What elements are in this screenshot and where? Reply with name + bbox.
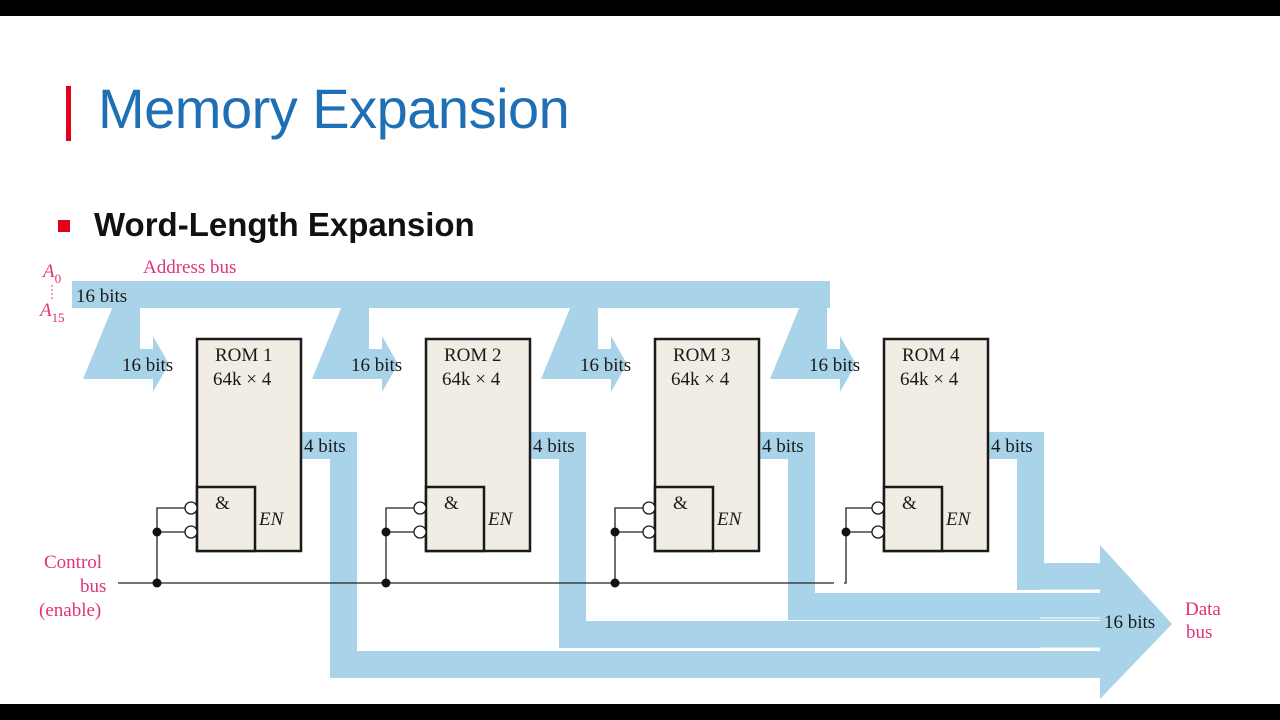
rom-size: 64k × 4 bbox=[213, 369, 272, 390]
and-gate-symbol: & bbox=[902, 493, 917, 514]
rom-data-width-label: 4 bits bbox=[991, 436, 1033, 457]
data-out-lane-1 bbox=[301, 432, 1100, 678]
data-bus-label-2: bus bbox=[1186, 622, 1212, 643]
rom-block-2: ROM 2 64k × 4 & EN 16 bits 4 bits bbox=[351, 337, 575, 553]
address-a15-sub: 15 bbox=[52, 310, 65, 325]
and-gate bbox=[195, 485, 257, 553]
slide-title: Memory Expansion bbox=[98, 77, 570, 140]
rom-block-4: ROM 4 64k × 4 & EN 16 bits 4 bits bbox=[809, 337, 1033, 553]
rom-size: 64k × 4 bbox=[900, 369, 959, 390]
data-out-lane-4 bbox=[988, 432, 1100, 590]
rom-data-width-label: 4 bits bbox=[533, 436, 575, 457]
data-bus-arrow bbox=[1100, 545, 1172, 699]
inverting-bubble bbox=[642, 501, 656, 515]
data-out-lane-2 bbox=[530, 432, 1100, 648]
rom-block-1: ROM 1 64k × 4 & EN 16 bits 4 bits bbox=[122, 337, 346, 553]
control-junction bbox=[381, 578, 391, 588]
inverting-bubble bbox=[871, 501, 885, 515]
and-gate bbox=[424, 485, 486, 553]
address-bus-trunk bbox=[72, 281, 830, 308]
control-junction bbox=[152, 578, 162, 588]
inverting-bubble bbox=[413, 525, 427, 539]
rom-name: ROM 1 bbox=[215, 345, 273, 366]
rom-size: 64k × 4 bbox=[671, 369, 730, 390]
and-gate bbox=[882, 485, 944, 553]
rom-data-width-label: 4 bits bbox=[762, 436, 804, 457]
inverting-bubble bbox=[871, 525, 885, 539]
enable-label: EN bbox=[487, 509, 514, 530]
address-drop-1 bbox=[83, 306, 169, 392]
address-a0-letter: A bbox=[41, 261, 55, 282]
and-gate-symbol: & bbox=[673, 493, 688, 514]
address-drop-3 bbox=[541, 306, 627, 392]
control-junction bbox=[610, 527, 620, 537]
inverting-bubble bbox=[184, 525, 198, 539]
address-in-width-label: 16 bits bbox=[76, 286, 127, 307]
and-gate bbox=[653, 485, 715, 553]
rom-name: ROM 3 bbox=[673, 345, 731, 366]
rom-address-width-label: 16 bits bbox=[122, 355, 173, 376]
control-junction bbox=[841, 527, 851, 537]
control-wire-3 bbox=[614, 507, 643, 583]
data-bus-label-1: Data bbox=[1185, 599, 1221, 620]
address-a0-sub: 0 bbox=[55, 271, 62, 286]
data-out-lane-3 bbox=[759, 432, 1100, 620]
rom-name: ROM 2 bbox=[444, 345, 502, 366]
data-bus bbox=[301, 432, 1172, 699]
control-junction bbox=[152, 527, 162, 537]
bullet-square-icon bbox=[58, 220, 70, 232]
enable-label: EN bbox=[258, 509, 285, 530]
control-wire-4 bbox=[844, 507, 872, 584]
and-gate-symbol: & bbox=[215, 493, 230, 514]
address-drop-2 bbox=[312, 306, 398, 392]
title-accent-bar bbox=[66, 86, 71, 141]
address-bus-label: Address bus bbox=[143, 257, 236, 278]
address-a0-label: A0 bbox=[41, 261, 61, 286]
address-drop-4 bbox=[770, 306, 856, 392]
rom-block-3: ROM 3 64k × 4 & EN 16 bits 4 bits bbox=[580, 337, 804, 553]
bullet-text: Word-Length Expansion bbox=[94, 206, 475, 243]
control-bus-lines bbox=[118, 507, 872, 588]
inverting-bubble bbox=[642, 525, 656, 539]
control-wire-1 bbox=[156, 507, 185, 583]
inverting-bubble bbox=[413, 501, 427, 515]
control-bus-label-1: Control bbox=[44, 552, 102, 573]
inverting-bubble bbox=[184, 501, 198, 515]
control-bus-label-2: bus bbox=[80, 576, 106, 597]
address-a15-label: A15 bbox=[38, 300, 65, 325]
control-wire-2 bbox=[385, 507, 414, 583]
address-a15-letter: A bbox=[38, 300, 52, 321]
bottom-bar bbox=[0, 704, 1280, 720]
control-bus-label-3: (enable) bbox=[39, 600, 101, 621]
rom-word-length-diagram: ROM 1 64k × 4 & EN 16 bits 4 bits ROM 2 64k × 4… bbox=[38, 257, 1221, 699]
rom-address-width-label: 16 bits bbox=[809, 355, 860, 376]
data-bus-width-label: 16 bits bbox=[1104, 612, 1155, 633]
rom-data-width-label: 4 bits bbox=[304, 436, 346, 457]
and-gate-symbol: & bbox=[444, 493, 459, 514]
top-bar bbox=[0, 0, 1280, 16]
enable-label: EN bbox=[945, 509, 972, 530]
control-junction bbox=[610, 578, 620, 588]
rom-name: ROM 4 bbox=[902, 345, 960, 366]
rom-address-width-label: 16 bits bbox=[351, 355, 402, 376]
enable-label: EN bbox=[716, 509, 743, 530]
rom-address-width-label: 16 bits bbox=[580, 355, 631, 376]
rom-size: 64k × 4 bbox=[442, 369, 501, 390]
control-junction bbox=[381, 527, 391, 537]
